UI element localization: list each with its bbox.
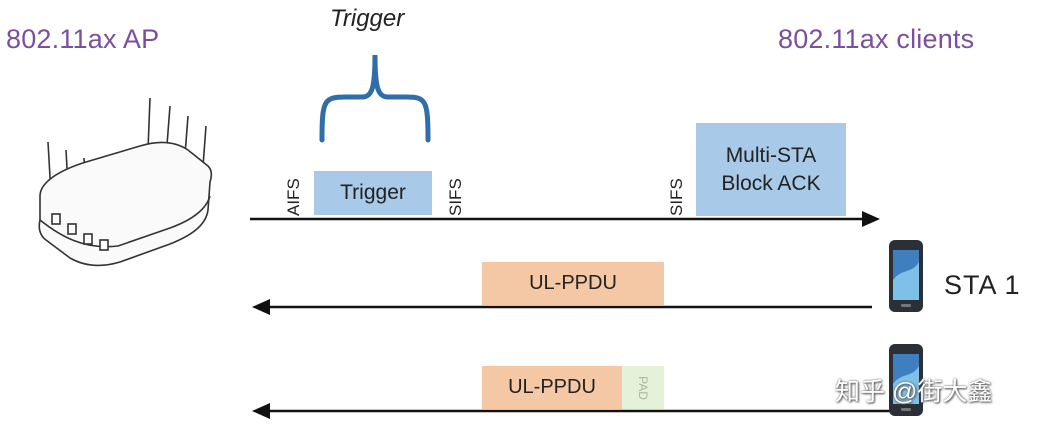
trigger-frame: Trigger: [314, 171, 432, 215]
router-icon: [38, 97, 213, 267]
brace-icon: [319, 54, 431, 143]
ul-ppdu-frame-1: UL-PPDU: [482, 262, 664, 305]
sifs-label-2: SIFS: [667, 178, 686, 216]
downlink-arrow-head: [862, 211, 880, 227]
sifs-label-1: SIFS: [446, 178, 465, 216]
smartphone-icon: [889, 240, 923, 312]
multi-sta-block-ack-frame: Multi-STA Block ACK: [696, 123, 846, 216]
multi-sta-line-1: Multi-STA: [725, 143, 817, 167]
pad-label: PAD: [635, 375, 650, 400]
sta1-label: STA 1: [944, 270, 1021, 300]
uplink-arrow-2-head: [252, 403, 270, 419]
ap-title: 802.11ax AP: [6, 24, 160, 54]
clients-title: 802.11ax clients: [778, 24, 975, 54]
uplink-arrow-1-head: [252, 299, 270, 315]
ul-ppdu-frame-2: UL-PPDU: [482, 366, 622, 409]
multi-sta-line-2: Block ACK: [721, 171, 821, 195]
smartphone-icon: [889, 344, 923, 416]
aifs-label: AIFS: [284, 178, 303, 216]
watermark-text: 知乎 @街大鑫: [835, 378, 993, 406]
pad-frame: PAD: [622, 366, 664, 409]
trigger-caption: Trigger: [330, 5, 405, 32]
